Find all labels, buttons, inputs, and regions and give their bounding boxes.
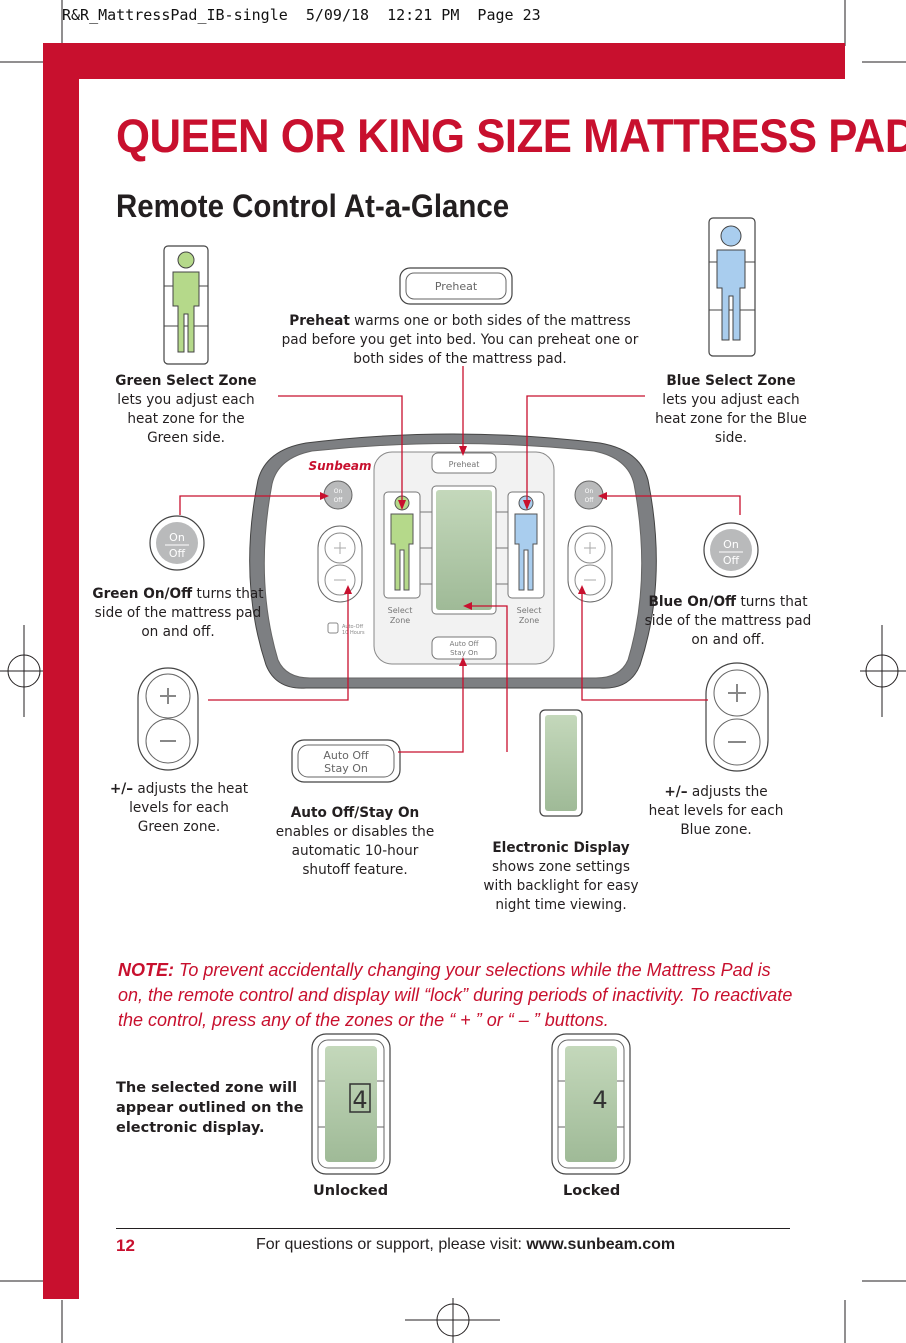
locked-label: Locked	[563, 1183, 621, 1199]
page-number: 12	[116, 1236, 135, 1255]
svg-text:On: On	[169, 531, 185, 544]
svg-text:Off: Off	[334, 497, 344, 504]
locked-display-example: 4	[551, 1033, 631, 1175]
svg-text:Select: Select	[517, 606, 542, 615]
sunbeam-logo: Sunbeam	[308, 459, 371, 473]
note-paragraph: NOTE: To prevent accidentally changing y…	[118, 960, 793, 1030]
footer-text: For questions or support, please visit: …	[256, 1236, 676, 1253]
callout-leader-lines	[179, 366, 741, 753]
print-slug: R&R_MattressPad_IB-single 5/09/18 12:21 …	[62, 6, 541, 24]
svg-text:Auto Off: Auto Off	[323, 749, 369, 762]
top-red-bar	[43, 43, 845, 79]
blue-on-off-caption: Blue On/Off turns that side of the mattr…	[644, 594, 812, 648]
electronic-display-illustration	[539, 709, 583, 817]
green-plus-minus-caption: +/– adjusts the heat levels for each Gre…	[109, 781, 249, 835]
green-plus-minus-illustration	[137, 667, 199, 771]
svg-text:Stay On: Stay On	[324, 762, 368, 775]
svg-text:On: On	[723, 538, 739, 551]
support-link[interactable]: www.sunbeam.com	[526, 1236, 676, 1253]
blue-plus-minus-caption: +/– adjusts the heat levels for each Blu…	[648, 784, 784, 838]
svg-text:On: On	[585, 488, 594, 495]
unlocked-display-example: 4	[311, 1033, 391, 1175]
svg-text:Off: Off	[585, 497, 595, 504]
svg-text:On: On	[334, 488, 343, 495]
remote-control-body: Sunbeam Preheat Select Zone Select Zone …	[249, 433, 657, 689]
section-subtitle: Remote Control At-a-Glance	[116, 188, 510, 224]
svg-text:Zone: Zone	[519, 616, 539, 625]
selected-zone-note: The selected zone will appear outlined o…	[116, 1080, 304, 1136]
green-select-zone-icon	[163, 245, 209, 365]
callout-arrowheads	[320, 446, 607, 666]
svg-text:Off: Off	[169, 547, 186, 560]
svg-text:10 Hours: 10 Hours	[342, 630, 365, 636]
locked-digit: 4	[592, 1086, 607, 1114]
auto-off-button-illustration: Auto Off Stay On	[291, 739, 401, 783]
green-on-off-button-illustration: On Off	[149, 515, 205, 571]
blue-select-zone-icon	[708, 217, 756, 357]
preheat-button-illustration	[399, 267, 513, 305]
svg-text:Select: Select	[388, 606, 413, 615]
svg-text:Off: Off	[723, 554, 740, 567]
footer-rule	[116, 1228, 790, 1229]
green-on-off-caption: Green On/Off turns that side of the matt…	[92, 586, 264, 640]
page-title: QUEEN OR KING SIZE MATTRESS PAD	[116, 109, 906, 162]
svg-text:Preheat: Preheat	[449, 460, 480, 469]
unlocked-label: Unlocked	[313, 1183, 389, 1199]
preheat-label: Preheat	[435, 280, 478, 293]
blue-plus-minus-illustration	[705, 662, 769, 772]
svg-text:Stay On: Stay On	[450, 649, 478, 657]
svg-text:Zone: Zone	[390, 616, 410, 625]
svg-text:Auto Off: Auto Off	[450, 640, 479, 648]
left-red-bar	[43, 43, 79, 1299]
unlocked-digit: 4	[352, 1086, 367, 1114]
preheat-caption: Preheat warms one or both sides of the m…	[281, 313, 639, 367]
blue-on-off-button-illustration: On Off	[703, 522, 759, 578]
svg-text:Auto-Off: Auto-Off	[342, 624, 364, 630]
